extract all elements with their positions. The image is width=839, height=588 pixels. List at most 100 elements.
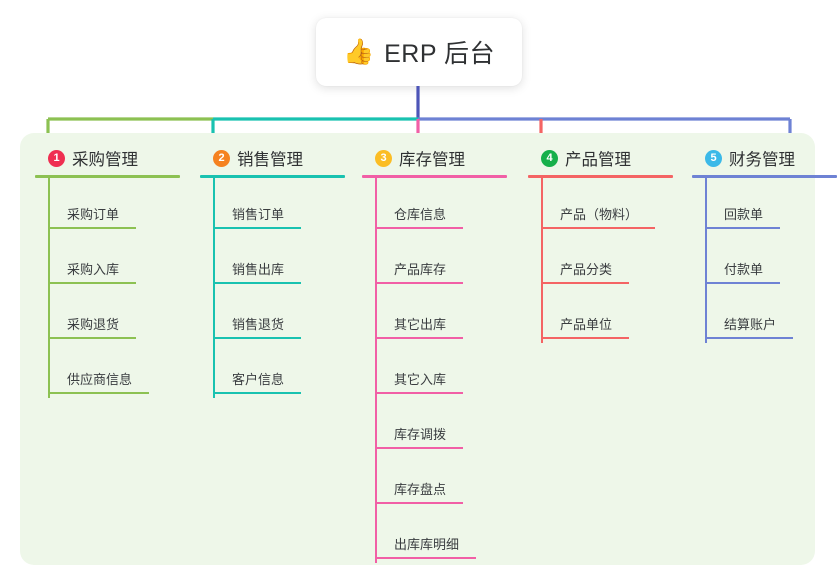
- leaf-list-1: 采购订单采购入库采购退货供应商信息: [35, 178, 180, 398]
- leaf-underline: [213, 392, 301, 394]
- leaf-item[interactable]: 库存盘点: [362, 453, 507, 508]
- branches-panel: [20, 133, 815, 565]
- leaf-underline: [213, 337, 301, 339]
- branch-underline-2: [200, 175, 345, 178]
- page-title: ERP 后台: [384, 40, 496, 68]
- branch-title-5: 财务管理: [729, 151, 795, 169]
- leaf-underline: [213, 282, 301, 284]
- branch-underline-5: [692, 175, 837, 178]
- leaf-label: 客户信息: [232, 372, 285, 387]
- leaf-item[interactable]: 回款单: [692, 178, 837, 233]
- leaf-item[interactable]: 采购入库: [35, 233, 180, 288]
- leaf-label: 其它入库: [394, 372, 447, 387]
- leaf-label: 其它出库: [394, 317, 447, 332]
- branch-title-3: 库存管理: [399, 151, 465, 169]
- branch-underline-1: [35, 175, 180, 178]
- leaf-underline: [48, 337, 136, 339]
- branch-column-2: 2 销售管理销售订单销售出库销售退货客户信息: [200, 146, 345, 398]
- branch-underline-4: [528, 175, 673, 178]
- leaf-item[interactable]: 仓库信息: [362, 178, 507, 233]
- branch-underline-3: [362, 175, 507, 178]
- leaf-underline: [541, 227, 655, 229]
- branch-header-4[interactable]: 4 产品管理: [528, 146, 673, 170]
- leaf-item[interactable]: 产品单位: [528, 288, 673, 343]
- branch-column-4: 4 产品管理产品（物料） 产品分类产品单位: [528, 146, 673, 343]
- leaf-list-3: 仓库信息产品库存其它出库其它入库库存调拨库存盘点出库库明细: [362, 178, 507, 563]
- leaf-item[interactable]: 销售订单: [200, 178, 345, 233]
- branch-header-5[interactable]: 5 财务管理: [692, 146, 837, 170]
- leaf-underline: [375, 392, 463, 394]
- leaf-item[interactable]: 产品（物料）: [528, 178, 673, 233]
- leaf-label: 销售订单: [232, 207, 285, 222]
- thumbs-up-icon: 👍: [342, 37, 375, 66]
- branch-badge-5: 5: [705, 149, 722, 167]
- leaf-item[interactable]: 客户信息: [200, 343, 345, 398]
- branch-title-4: 产品管理: [565, 151, 631, 169]
- root-node[interactable]: 👍 ERP 后台: [316, 18, 522, 86]
- leaf-item[interactable]: 销售出库: [200, 233, 345, 288]
- leaf-label: 采购入库: [67, 262, 120, 277]
- leaf-item[interactable]: 其它入库: [362, 343, 507, 398]
- branch-badge-4: 4: [541, 149, 558, 167]
- branch-title-2: 销售管理: [237, 151, 303, 169]
- leaf-underline: [375, 227, 463, 229]
- branch-badge-2: 2: [213, 149, 230, 167]
- leaf-underline: [705, 282, 780, 284]
- leaf-label: 仓库信息: [394, 207, 447, 222]
- branch-spine-4: [541, 178, 543, 343]
- branch-title-1: 采购管理: [72, 151, 138, 169]
- leaf-label: 库存调拨: [394, 427, 447, 442]
- leaf-label: 产品库存: [394, 262, 447, 277]
- leaf-list-5: 回款单付款单结算账户: [692, 178, 837, 343]
- branch-spine-1: [48, 178, 50, 398]
- leaf-label: 库存盘点: [394, 482, 447, 497]
- leaf-label: 产品单位: [560, 317, 613, 332]
- leaf-item[interactable]: 库存调拨: [362, 398, 507, 453]
- branch-spine-5: [705, 178, 707, 343]
- branch-column-3: 3 库存管理仓库信息产品库存其它出库其它入库库存调拨库存盘点出库库明细: [362, 146, 507, 563]
- leaf-underline: [375, 337, 463, 339]
- leaf-list-4: 产品（物料） 产品分类产品单位: [528, 178, 673, 343]
- branch-header-2[interactable]: 2 销售管理: [200, 146, 345, 170]
- leaf-item[interactable]: 其它出库: [362, 288, 507, 343]
- leaf-label: 采购订单: [67, 207, 120, 222]
- leaf-underline: [48, 282, 136, 284]
- leaf-label: 采购退货: [67, 317, 120, 332]
- leaf-item[interactable]: 结算账户: [692, 288, 837, 343]
- leaf-label: 回款单: [724, 207, 764, 222]
- leaf-underline: [375, 447, 463, 449]
- leaf-label: 销售出库: [232, 262, 285, 277]
- leaf-item[interactable]: 产品分类: [528, 233, 673, 288]
- leaf-item[interactable]: 产品库存: [362, 233, 507, 288]
- leaf-underline: [375, 557, 476, 559]
- leaf-item[interactable]: 供应商信息: [35, 343, 180, 398]
- leaf-label: 结算账户: [724, 317, 777, 332]
- leaf-underline: [213, 227, 301, 229]
- branch-badge-3: 3: [375, 149, 392, 167]
- leaf-underline: [48, 227, 136, 229]
- leaf-item[interactable]: 出库库明细: [362, 508, 507, 563]
- leaf-item[interactable]: 付款单: [692, 233, 837, 288]
- leaf-label: 产品分类: [560, 262, 613, 277]
- leaf-label: 出库库明细: [394, 537, 460, 552]
- leaf-item[interactable]: 采购退货: [35, 288, 180, 343]
- leaf-label: 销售退货: [232, 317, 285, 332]
- leaf-label: 供应商信息: [67, 372, 133, 387]
- branch-header-3[interactable]: 3 库存管理: [362, 146, 507, 170]
- leaf-underline: [541, 282, 629, 284]
- leaf-label: 产品（物料）: [560, 207, 639, 222]
- branch-spine-3: [375, 178, 377, 563]
- leaf-label: 付款单: [724, 262, 764, 277]
- leaf-underline: [375, 282, 463, 284]
- leaf-list-2: 销售订单销售出库销售退货客户信息: [200, 178, 345, 398]
- branch-spine-2: [213, 178, 215, 398]
- leaf-underline: [541, 337, 629, 339]
- branch-column-5: 5 财务管理回款单付款单结算账户: [692, 146, 837, 343]
- leaf-underline: [375, 502, 463, 504]
- leaf-item[interactable]: 销售退货: [200, 288, 345, 343]
- leaf-underline: [705, 337, 793, 339]
- leaf-item[interactable]: 采购订单: [35, 178, 180, 233]
